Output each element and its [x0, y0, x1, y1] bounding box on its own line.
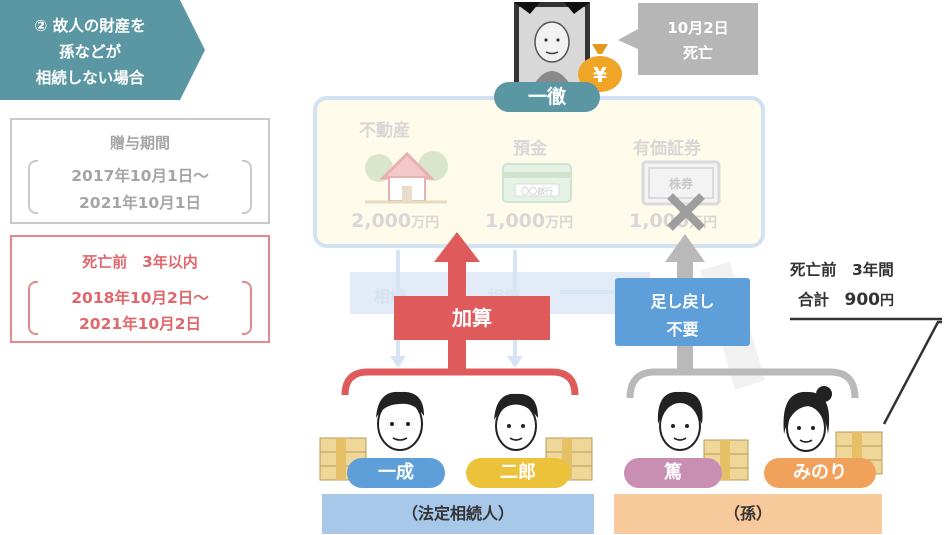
grandchildren-group: （孫）	[614, 494, 882, 534]
bankbook-icon: 〇〇銀行	[502, 163, 572, 203]
no-return-label: 足し戻し 不要	[615, 278, 750, 346]
right-bracket	[242, 160, 252, 214]
deceased-name-tag: 一徹	[494, 82, 600, 112]
left-bracket	[28, 160, 38, 214]
bankbook-label: 〇〇銀行	[521, 186, 553, 196]
gift-period-title: 贈与期間	[109, 134, 170, 152]
amount-unit: 万円	[545, 215, 574, 231]
house-icon	[365, 151, 448, 204]
death-date-note: 10月2日 死亡	[638, 3, 758, 75]
before-death-end: 2021年10月2日	[79, 315, 201, 333]
sum-unit: 円	[880, 293, 895, 309]
down-arrowhead	[390, 356, 406, 368]
banner-line-3: 相続しない場合	[35, 69, 145, 87]
banner-line-2: 孫などが	[58, 43, 121, 61]
amount-number: 1,000	[485, 210, 546, 232]
left-bracket	[28, 281, 38, 335]
return-arrowhead	[665, 234, 705, 262]
title-banner: ② 故人の財産を 孫などが 相続しない場合	[0, 0, 205, 100]
no-return-line-2: 不要	[666, 320, 699, 339]
estate-label-securities: 有価証券	[633, 139, 701, 159]
sum-note-line-1: 死亡前 3年間	[790, 261, 894, 279]
add-label: 加算	[394, 296, 550, 340]
estate-amount-real-estate: 2,000万円	[351, 210, 439, 232]
sum-prefix: 合計	[798, 291, 845, 309]
legal-heirs-group: （法定相続人）	[322, 494, 594, 534]
heir-name-tag-2: 二郎	[466, 458, 570, 488]
amount-number: 2,000	[351, 210, 412, 232]
banner-line-1: ② 故人の財産を	[34, 17, 146, 35]
gift-period-start: 2017年10月1日～	[71, 167, 209, 185]
cross-mark	[667, 193, 705, 231]
add-arrowhead	[434, 232, 480, 262]
estate-label-deposit: 預金	[513, 139, 547, 159]
sum-note-line-2: 合計 900円	[798, 288, 940, 310]
deceased-portrait-icon	[514, 2, 590, 88]
estate-amount-deposit: 1,000万円	[485, 210, 573, 232]
before-death-title: 死亡前 3年以内	[82, 253, 198, 271]
stock-certificate-label: 株券	[669, 176, 694, 191]
heir-name-tag-1: 一成	[347, 458, 445, 488]
sum-amount: 900	[844, 290, 881, 310]
no-return-line-1: 足し戻し	[650, 292, 715, 311]
right-bracket	[242, 281, 252, 335]
down-arrowhead	[507, 356, 523, 368]
death-label: 死亡	[682, 44, 713, 62]
money-stack-icon	[703, 439, 749, 481]
before-death-box: 死亡前 3年以内 2018年10月2日～ 2021年10月2日	[10, 235, 270, 343]
estate-box: 不動産 預金 有価証券 〇〇銀行 株券 2,000万円 1,000万円 1,00…	[313, 96, 765, 248]
before-death-start: 2018年10月2日～	[71, 289, 209, 307]
estate-label-real-estate: 不動産	[359, 121, 410, 141]
grandchild-name-tag-1: 篤	[624, 458, 722, 488]
grandchild-name-tag-2: みのり	[764, 458, 876, 488]
sum-note: 死亡前 3年間 合計 900円	[790, 258, 940, 310]
gift-period-end: 2021年10月1日	[79, 194, 201, 212]
speech-pointer	[618, 28, 640, 50]
death-date: 10月2日	[667, 19, 729, 37]
yen-symbol: ¥	[593, 63, 607, 87]
gift-period-box: 贈与期間 2017年10月1日～ 2021年10月1日	[10, 118, 270, 224]
amount-unit: 万円	[411, 215, 440, 231]
